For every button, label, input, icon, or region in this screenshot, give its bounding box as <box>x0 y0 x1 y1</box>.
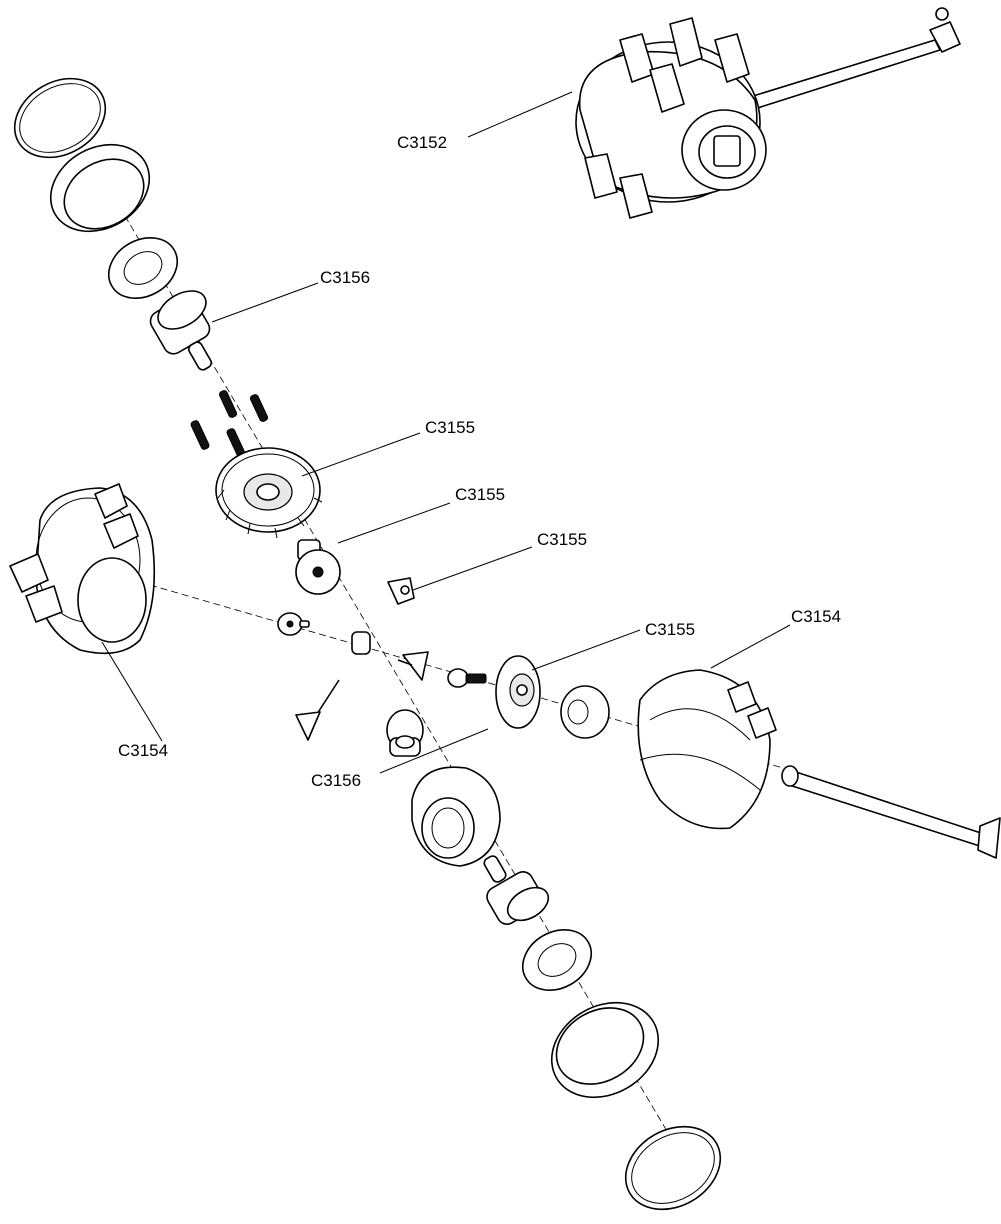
right-diff-case <box>637 669 777 830</box>
upper-pinion <box>295 539 341 595</box>
flat-screw <box>447 668 487 688</box>
lower-bearing <box>522 929 592 991</box>
label-case-left: C3154 <box>118 741 168 760</box>
part-labels: C3152 C3156 C3155 C3155 C3155 C3155 C315… <box>118 133 841 790</box>
lower-pinion <box>386 709 424 757</box>
lower-diff-cup <box>411 766 501 867</box>
label-small-gear: C3155 <box>537 530 587 549</box>
center-housing-assembly <box>575 7 961 219</box>
lower-bearing-ring <box>550 1001 660 1099</box>
lower-oring <box>624 1125 722 1211</box>
label-case-right: C3154 <box>791 607 841 626</box>
label-side-gear: C3155 <box>645 620 695 639</box>
leader-lines <box>101 91 791 774</box>
screws <box>190 390 269 458</box>
small-gear <box>387 577 415 605</box>
upper-oring <box>13 77 107 159</box>
upper-bearing <box>108 237 178 299</box>
label-outdrive-upper: C3156 <box>320 268 370 287</box>
label-pinion-upper: C3155 <box>455 485 505 504</box>
upper-bearing-ring <box>49 143 151 233</box>
upper-outdrive <box>149 290 213 371</box>
side-gear <box>495 655 541 729</box>
label-outdrive-lower: C3156 <box>311 771 361 790</box>
spider-gears <box>277 612 429 741</box>
label-center-housing: C3152 <box>397 133 447 152</box>
right-bearing <box>560 685 610 739</box>
ring-gear <box>215 447 323 539</box>
label-ring-gear: C3155 <box>425 418 475 437</box>
right-axle <box>781 765 1001 859</box>
lower-outdrive <box>483 855 550 925</box>
left-diff-case <box>9 483 156 655</box>
